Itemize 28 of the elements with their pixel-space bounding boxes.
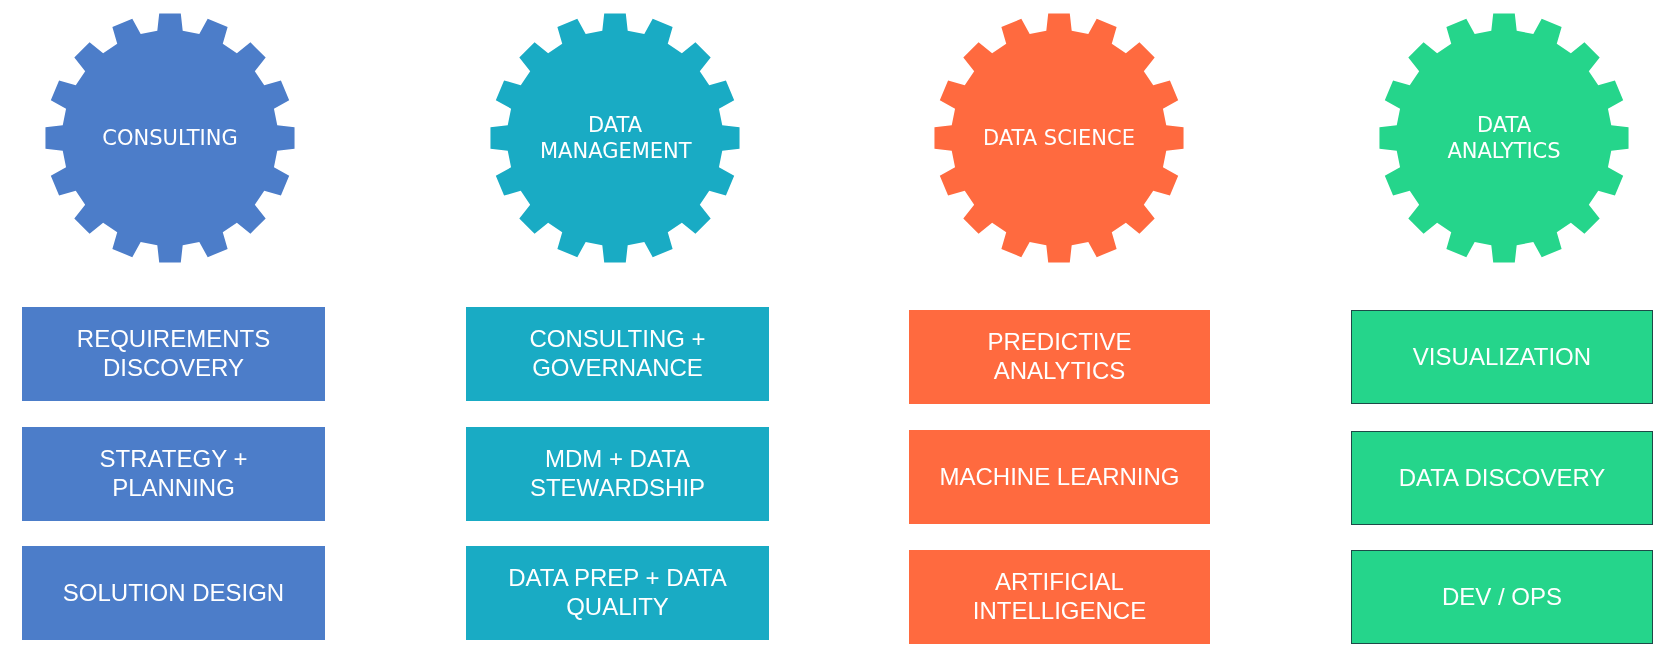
service-box xyxy=(466,427,769,521)
service-label: DATA DISCOVERY xyxy=(1397,463,1607,493)
service-box xyxy=(1351,431,1653,525)
service-label: DATA PREP + DATA QUALITY xyxy=(507,564,728,622)
service-label: DEV / OPS xyxy=(1440,582,1563,612)
service-label: CONSULTING + GOVERNANCE xyxy=(528,325,707,383)
service-box xyxy=(22,427,325,521)
service-label: ARTIFICIAL INTELLIGENCE xyxy=(971,568,1148,626)
service-box xyxy=(909,550,1210,644)
service-label: SOLUTION DESIGN xyxy=(61,578,286,608)
service-box xyxy=(909,310,1210,404)
service-box xyxy=(1351,550,1653,644)
category-title: DATA SCIENCE xyxy=(982,124,1136,152)
service-box xyxy=(466,546,769,640)
category-title: DATA MANAGEMENT xyxy=(540,111,690,165)
service-box xyxy=(22,307,325,401)
service-box xyxy=(22,546,325,640)
category-title: CONSULTING xyxy=(101,124,239,152)
service-label: REQUIREMENTS DISCOVERY xyxy=(75,325,272,383)
service-label: MDM + DATA STEWARDSHIP xyxy=(528,445,707,503)
service-label: PREDICTIVE ANALYTICS xyxy=(986,328,1133,386)
service-box xyxy=(909,430,1210,524)
service-label: MACHINE LEARNING xyxy=(938,462,1181,492)
category-title: DATA ANALYTICS xyxy=(1446,111,1562,165)
service-box xyxy=(466,307,769,401)
service-label: STRATEGY + PLANNING xyxy=(98,445,249,503)
service-box xyxy=(1351,310,1653,404)
service-label: VISUALIZATION xyxy=(1411,342,1593,372)
